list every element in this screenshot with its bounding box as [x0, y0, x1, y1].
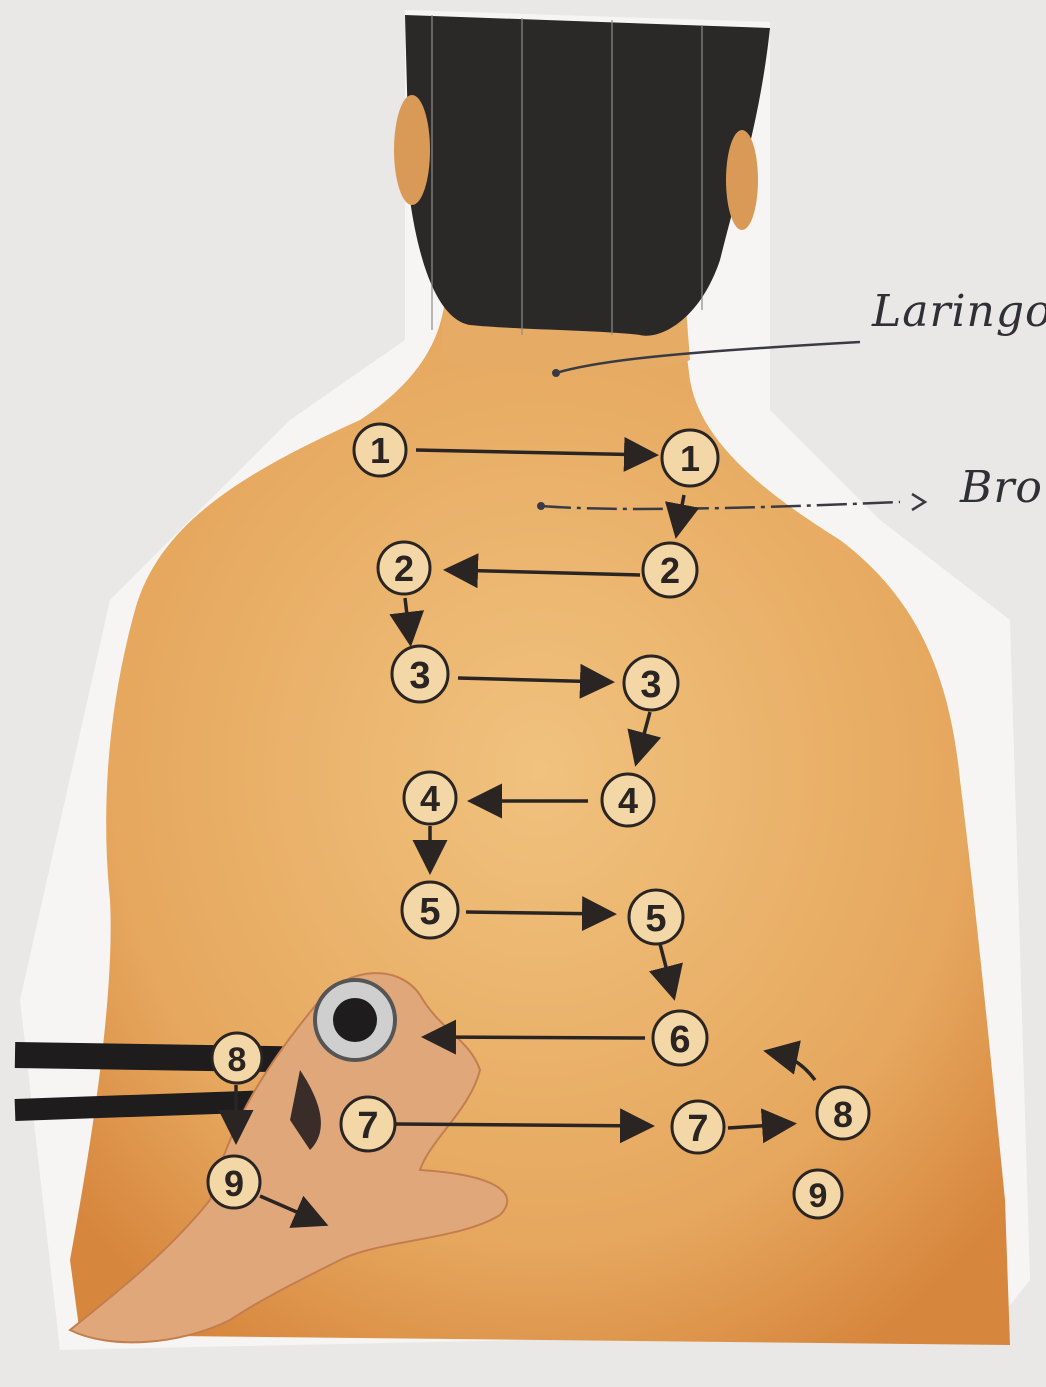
- marker-label: 4: [618, 780, 638, 821]
- marker-6-right: 6: [653, 1011, 707, 1065]
- marker-7-right: 7: [672, 1101, 724, 1153]
- bro-annotation: Bro: [960, 462, 1043, 513]
- marker-8-right: 8: [817, 1087, 869, 1139]
- arrow-6R-7L: [428, 1037, 645, 1038]
- marker-label: 2: [394, 548, 414, 589]
- marker-label: 8: [228, 1041, 247, 1079]
- marker-label: 4: [420, 778, 440, 819]
- marker-label: 9: [809, 1177, 828, 1215]
- marker-label: 5: [645, 898, 666, 940]
- marker-9-right: 9: [794, 1170, 842, 1218]
- marker-1-right: 1: [662, 430, 718, 486]
- marker-label: 1: [680, 438, 700, 479]
- marker-3-right: 3: [624, 656, 678, 710]
- marker-8-left: 8: [212, 1033, 262, 1083]
- marker-7-left: 7: [341, 1097, 395, 1151]
- marker-5-right: 5: [629, 890, 683, 944]
- marker-9-left: 9: [208, 1156, 260, 1208]
- marker-label: 1: [370, 430, 390, 471]
- arrow-7L-7R: [396, 1124, 648, 1126]
- left-ear: [394, 95, 430, 205]
- marker-label: 2: [660, 550, 680, 591]
- marker-5-left: 5: [402, 882, 458, 938]
- laringo-annotation: Laringo: [872, 286, 1046, 337]
- right-ear: [726, 130, 758, 230]
- marker-4-right: 4: [602, 774, 654, 826]
- marker-label: 5: [419, 891, 440, 933]
- marker-label: 8: [833, 1094, 853, 1135]
- marker-label: 7: [357, 1105, 378, 1147]
- marker-label: 3: [640, 664, 661, 706]
- marker-2-left: 2: [378, 542, 430, 594]
- marker-3-left: 3: [392, 646, 448, 702]
- arrow-5L-5R: [466, 912, 610, 914]
- marker-label: 3: [409, 655, 430, 697]
- marker-4-left: 4: [404, 772, 456, 824]
- marker-label: 7: [687, 1108, 708, 1150]
- marker-label: 6: [669, 1019, 690, 1061]
- marker-1-left: 1: [354, 424, 406, 476]
- marker-2-right: 2: [643, 543, 697, 597]
- marker-label: 9: [224, 1163, 244, 1204]
